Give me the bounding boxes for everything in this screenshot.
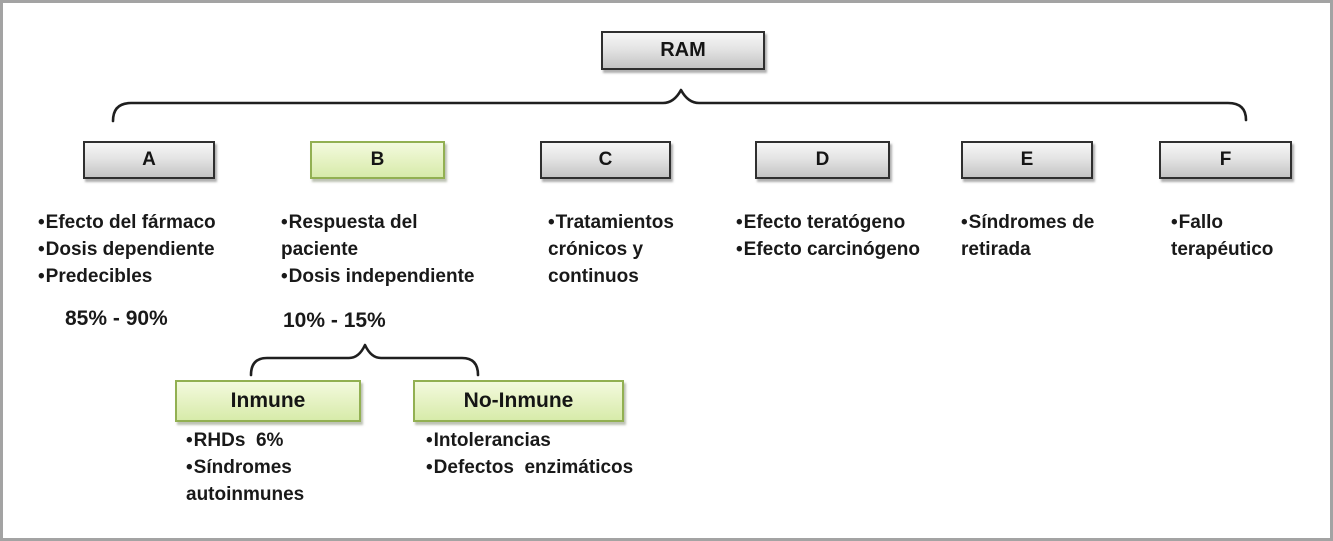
category-a-notes: Efecto del fármaco Dosis dependiente Pre… <box>38 209 250 290</box>
node-category-e: E <box>961 141 1093 179</box>
bullet-item: RHDs 6% <box>186 427 346 454</box>
category-a-percent: 85% - 90% <box>65 307 168 330</box>
node-category-a-label: A <box>142 149 156 170</box>
node-ram: RAM <box>601 31 765 70</box>
bullet-item: Dosis dependiente <box>38 236 250 263</box>
node-subtype-inmune: Inmune <box>175 380 361 422</box>
node-category-f-label: F <box>1219 149 1232 170</box>
node-category-e-label: E <box>1020 149 1034 170</box>
bullet-item: Dosis independiente <box>281 263 481 290</box>
node-subtype-inmune-label: Inmune <box>230 389 306 412</box>
node-subtype-no-inmune: No-Inmune <box>413 380 624 422</box>
bullet-item: Intolerancias <box>426 427 684 454</box>
subtype-inmune-notes: RHDs 6% Síndromes autoinmunes <box>186 427 346 508</box>
b-to-subtypes-brace <box>249 343 480 377</box>
bullet-item: Tratamientos crónicos y continuos <box>548 209 688 290</box>
category-e-notes: Síndromes de retirada <box>961 209 1111 263</box>
node-ram-label: RAM <box>660 39 706 61</box>
node-category-c: C <box>540 141 671 179</box>
node-category-d: D <box>755 141 890 179</box>
node-category-f: F <box>1159 141 1292 179</box>
ram-to-categories-brace <box>111 88 1248 123</box>
node-category-b: B <box>310 141 445 179</box>
bullet-item: Predecibles <box>38 263 250 290</box>
bullet-item: Síndromes autoinmunes <box>186 454 346 508</box>
node-subtype-no-inmune-label: No-Inmune <box>463 389 574 412</box>
node-category-a: A <box>83 141 215 179</box>
bullet-item: Síndromes de retirada <box>961 209 1111 263</box>
bullet-item: Efecto teratógeno <box>736 209 946 236</box>
subtype-no-inmune-notes: Intolerancias Defectos enzimáticos <box>426 427 684 481</box>
bullet-item: Respuesta del paciente <box>281 209 481 263</box>
node-category-c-label: C <box>598 149 613 170</box>
node-category-b-label: B <box>370 149 385 170</box>
category-f-notes: Fallo terapéutico <box>1171 209 1301 263</box>
category-b-percent: 10% - 15% <box>283 309 386 332</box>
bullet-item: Defectos enzimáticos <box>426 454 684 481</box>
bullet-item: Fallo terapéutico <box>1171 209 1301 263</box>
node-category-d-label: D <box>815 149 830 170</box>
category-b-notes: Respuesta del paciente Dosis independien… <box>281 209 481 290</box>
bullet-item: Efecto carcinógeno <box>736 236 946 263</box>
bullet-item: Efecto del fármaco <box>38 209 250 236</box>
category-d-notes: Efecto teratógeno Efecto carcinógeno <box>736 209 946 263</box>
category-c-notes: Tratamientos crónicos y continuos <box>548 209 688 290</box>
